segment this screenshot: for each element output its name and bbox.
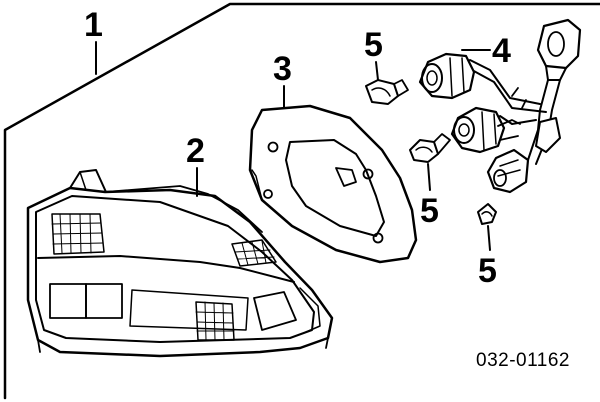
callout-5-bottom: 5 xyxy=(478,252,497,290)
tail-lamp-lens xyxy=(26,169,334,358)
callout-2: 2 xyxy=(186,132,205,170)
socket-harness xyxy=(418,18,582,194)
gasket xyxy=(248,104,418,264)
callout-5-middle-leader xyxy=(427,163,431,191)
callout-4: 4 xyxy=(492,32,511,70)
bulb-bottom xyxy=(477,203,497,225)
diagram-number: 032-01162 xyxy=(476,350,570,371)
assembly-frame-line xyxy=(3,2,600,400)
callout-5-top-leader xyxy=(375,61,379,81)
callout-5-middle: 5 xyxy=(420,192,439,230)
bulb-middle xyxy=(409,133,451,163)
callout-1: 1 xyxy=(84,6,103,44)
callout-5-bottom-leader xyxy=(487,225,491,251)
callout-3: 3 xyxy=(273,50,292,88)
callout-5-top: 5 xyxy=(364,26,383,64)
bulb-top xyxy=(365,79,409,105)
